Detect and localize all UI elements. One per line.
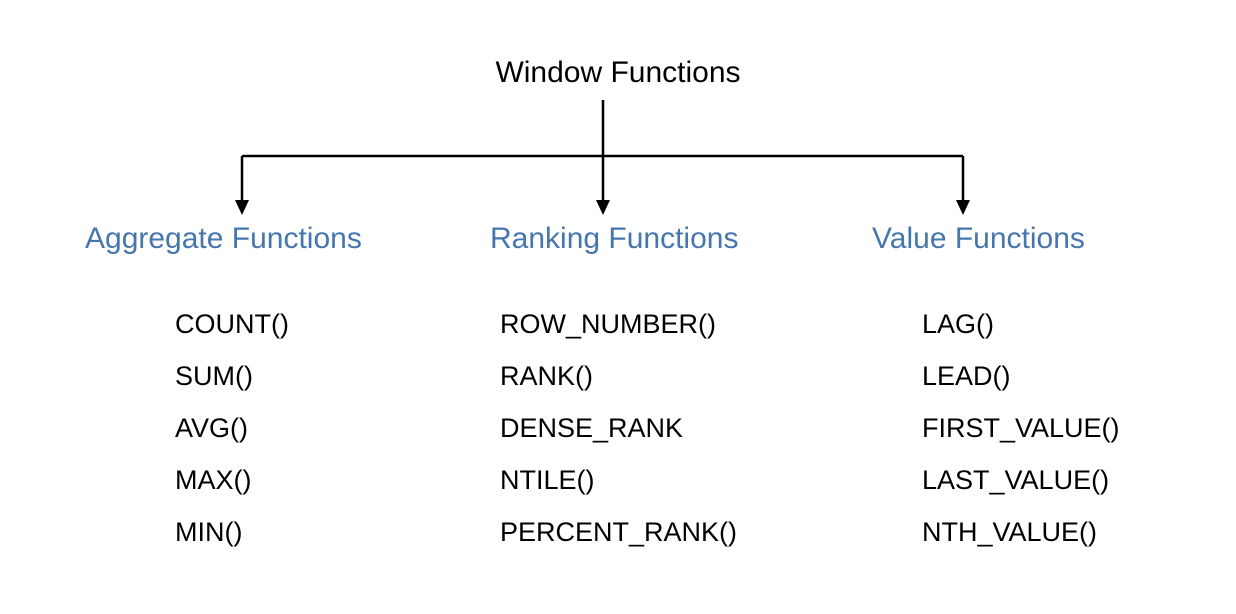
list-item: LEAD() <box>922 361 1011 391</box>
list-item: LAG() <box>922 309 995 339</box>
column-aggregate-functions: Aggregate Functions COUNT() SUM() AVG() … <box>85 222 362 558</box>
list-item: MAX() <box>175 465 252 495</box>
list-item: DENSE_RANK <box>500 413 684 443</box>
column-value-functions: Value Functions LAG() LEAD() FIRST_VALUE… <box>872 222 1120 558</box>
list-item: RANK() <box>500 361 593 391</box>
list-item: ROW_NUMBER() <box>500 309 716 339</box>
list-item: PERCENT_RANK() <box>500 517 738 547</box>
list-item: COUNT() <box>175 309 289 339</box>
list-item: LAST_VALUE() <box>922 465 1110 495</box>
column-header-aggregate: Aggregate Functions <box>85 222 362 255</box>
column-header-value: Value Functions <box>872 222 1085 255</box>
list-item: NTH_VALUE() <box>922 517 1098 547</box>
function-list-aggregate: COUNT() SUM() AVG() MAX() MIN() <box>175 298 362 558</box>
list-item: NTILE() <box>500 465 595 495</box>
list-item: MIN() <box>175 517 243 547</box>
column-header-ranking: Ranking Functions <box>490 222 739 255</box>
function-list-value: LAG() LEAD() FIRST_VALUE() LAST_VALUE() … <box>922 298 1120 558</box>
list-item: AVG() <box>175 413 248 443</box>
arrowhead-left-icon <box>235 200 249 215</box>
list-item: SUM() <box>175 361 253 391</box>
column-ranking-functions: Ranking Functions ROW_NUMBER() RANK() DE… <box>490 222 738 558</box>
function-list-ranking: ROW_NUMBER() RANK() DENSE_RANK NTILE() P… <box>500 298 738 558</box>
diagram-title: Window Functions <box>495 56 741 89</box>
arrowhead-right-icon <box>956 200 970 215</box>
list-item: FIRST_VALUE() <box>922 413 1120 443</box>
arrowhead-center-icon <box>596 200 610 215</box>
